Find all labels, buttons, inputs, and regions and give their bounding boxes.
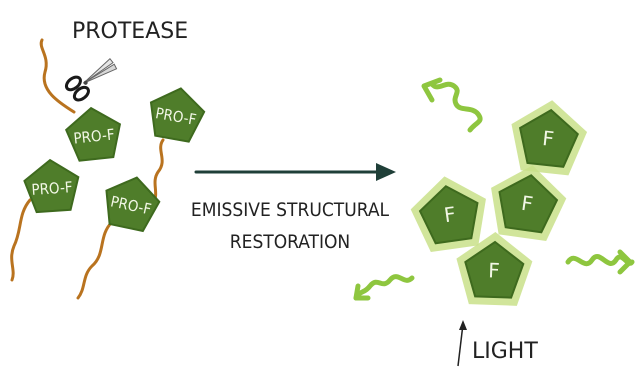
f-label: F (488, 258, 500, 282)
active-fluorophore: F (511, 100, 588, 176)
peptide-tail (10, 198, 32, 282)
pro-f-label: PRO-F (31, 178, 73, 199)
emission-wave-icon (565, 249, 635, 275)
pro-fluorophore: PRO-F (64, 106, 122, 162)
pro-fluorophore: PRO-F (149, 87, 206, 143)
active-fluorophore: F (491, 165, 567, 242)
f-label: F (541, 126, 555, 151)
process-label-line2: RESTORATION (230, 231, 350, 253)
emission-wave-icon (421, 77, 483, 133)
light-label: LIGHT (472, 339, 538, 364)
light-arrow-icon (457, 320, 467, 367)
reaction-arrow-icon (194, 163, 396, 181)
f-label: F (442, 202, 457, 227)
active-fluorophore: F (456, 232, 533, 306)
emission-wave-icon (353, 274, 415, 301)
scissors-icon (64, 57, 118, 102)
protease-label: PROTEASE (72, 19, 188, 44)
peptide-tail (76, 220, 114, 300)
pro-f-label: PRO-F (73, 125, 116, 147)
pro-fluorophore: PRO-F (105, 176, 161, 233)
active-fluorophore: F (410, 176, 486, 253)
pro-fluorophore: PRO-F (23, 158, 80, 214)
process-label-line1: EMISSIVE STRUCTURAL (191, 199, 390, 221)
f-label: F (520, 191, 535, 216)
peptide-tail (39, 38, 76, 114)
